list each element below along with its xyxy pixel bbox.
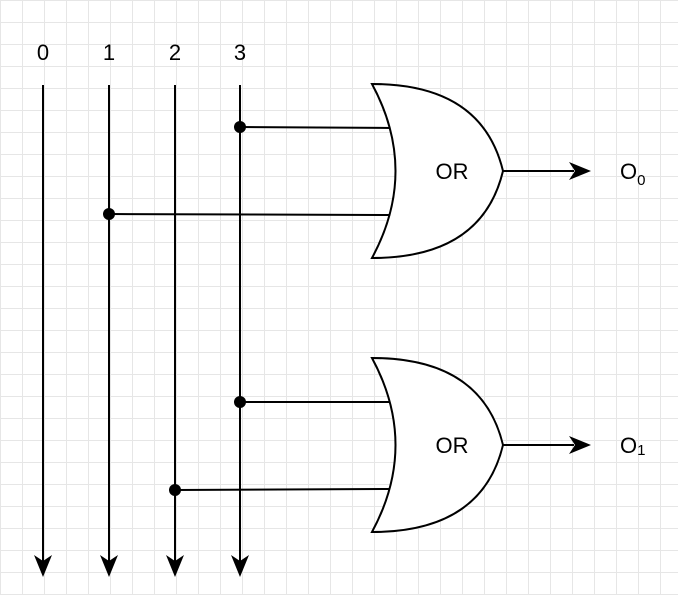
bus-arrowhead-2	[166, 555, 184, 577]
junction-dot	[234, 396, 246, 408]
gate-0-input-wire-from-1	[108, 213, 393, 216]
or-gate-0: OR O0	[103, 82, 645, 260]
or-gate-1: OR O1	[169, 356, 645, 534]
bus-arrowhead-3	[231, 555, 249, 577]
gate-0-label: OR	[436, 159, 469, 184]
gate-1-label: OR	[436, 433, 469, 458]
output-0-subscript: 0	[637, 172, 645, 189]
bus-label-1: 1	[103, 40, 115, 65]
gate-1-output-arrowhead	[569, 436, 591, 454]
gate-1-input-wire-from-2	[174, 488, 393, 491]
bus-label-2: 2	[169, 40, 181, 65]
junction-dot	[103, 208, 115, 220]
output-label-0: O0	[620, 159, 645, 189]
output-0-base: O	[620, 159, 637, 184]
bus-label-0: 0	[37, 40, 49, 65]
bus-label-3: 3	[234, 40, 246, 65]
output-label-1: O1	[620, 433, 645, 459]
bus-line-1: 1	[100, 40, 118, 577]
or-gate-0-body	[370, 82, 505, 260]
bus-arrowhead-0	[34, 555, 52, 577]
bus-line-3: 3	[231, 40, 249, 577]
gate-0-output-arrowhead	[569, 162, 591, 180]
output-1-base: O	[620, 433, 637, 458]
junction-dot	[234, 121, 246, 133]
or-gate-1-body	[370, 356, 505, 534]
output-1-subscript: 1	[637, 442, 645, 459]
bus-arrowhead-1	[100, 555, 118, 577]
junction-dot	[169, 484, 181, 496]
gate-0-input-wire-from-3	[239, 126, 393, 129]
bus-line-0: 0	[34, 40, 52, 577]
